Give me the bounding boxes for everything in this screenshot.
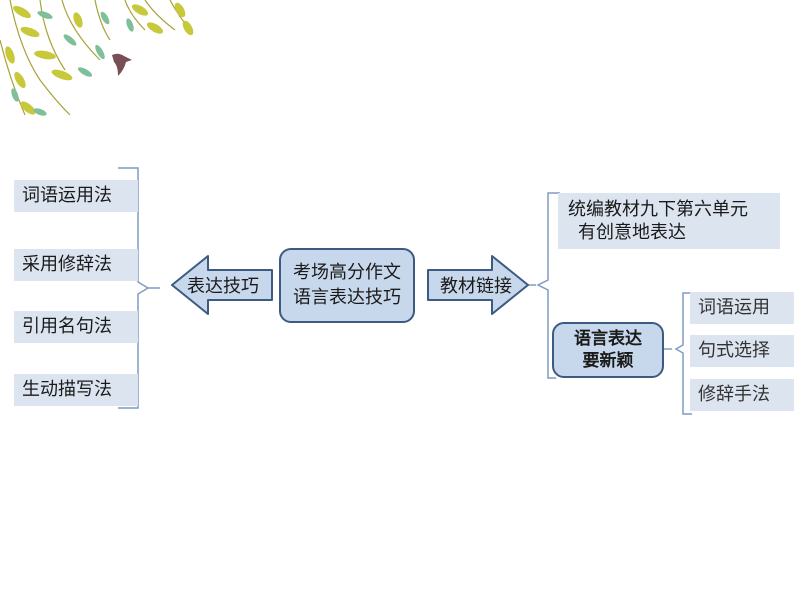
right-bracket xyxy=(536,192,560,379)
left-arrow-label: 表达技巧 xyxy=(176,272,270,298)
left-item-quotes: 引用名句法 xyxy=(14,311,138,343)
sub-item-label: 修辞手法 xyxy=(698,384,770,405)
sub-item-label: 词语运用 xyxy=(698,297,770,318)
right-arrow-text: 教材链接 xyxy=(440,276,512,297)
left-item-label: 词语运用法 xyxy=(22,185,112,206)
left-item-label: 生动描写法 xyxy=(22,379,112,400)
left-arrow-text: 表达技巧 xyxy=(187,276,259,297)
sub-node-line1: 语言表达 xyxy=(574,328,642,349)
willow-decoration-icon xyxy=(0,0,194,116)
language-fresh-node: 语言表达 要新颖 xyxy=(552,322,664,378)
sub-item-word-use: 词语运用 xyxy=(690,292,794,324)
center-node: 考场高分作文 语言表达技巧 xyxy=(279,248,415,323)
textbook-line2: 有创意地表达 xyxy=(578,222,686,243)
textbook-line1: 统编教材九下第六单元 xyxy=(568,198,748,220)
left-item-rhetoric: 采用修辞法 xyxy=(14,249,138,281)
left-item-word-use: 词语运用法 xyxy=(14,180,138,212)
left-item-label: 引用名句法 xyxy=(22,316,112,337)
left-item-description: 生动描写法 xyxy=(14,374,138,406)
left-item-label: 采用修辞法 xyxy=(22,254,112,275)
center-line2: 语言表达技巧 xyxy=(293,286,401,308)
sub-item-sentence: 句式选择 xyxy=(690,335,794,367)
sub-item-label: 句式选择 xyxy=(698,340,770,361)
center-line1: 考场高分作文 xyxy=(293,262,401,284)
sub-item-rhetoric: 修辞手法 xyxy=(690,379,794,411)
sub-bracket xyxy=(674,292,692,415)
right-arrow-label: 教材链接 xyxy=(430,272,522,298)
sub-node-line2: 要新颖 xyxy=(582,351,634,371)
textbook-box: 统编教材九下第六单元 有创意地表达 xyxy=(558,193,780,249)
